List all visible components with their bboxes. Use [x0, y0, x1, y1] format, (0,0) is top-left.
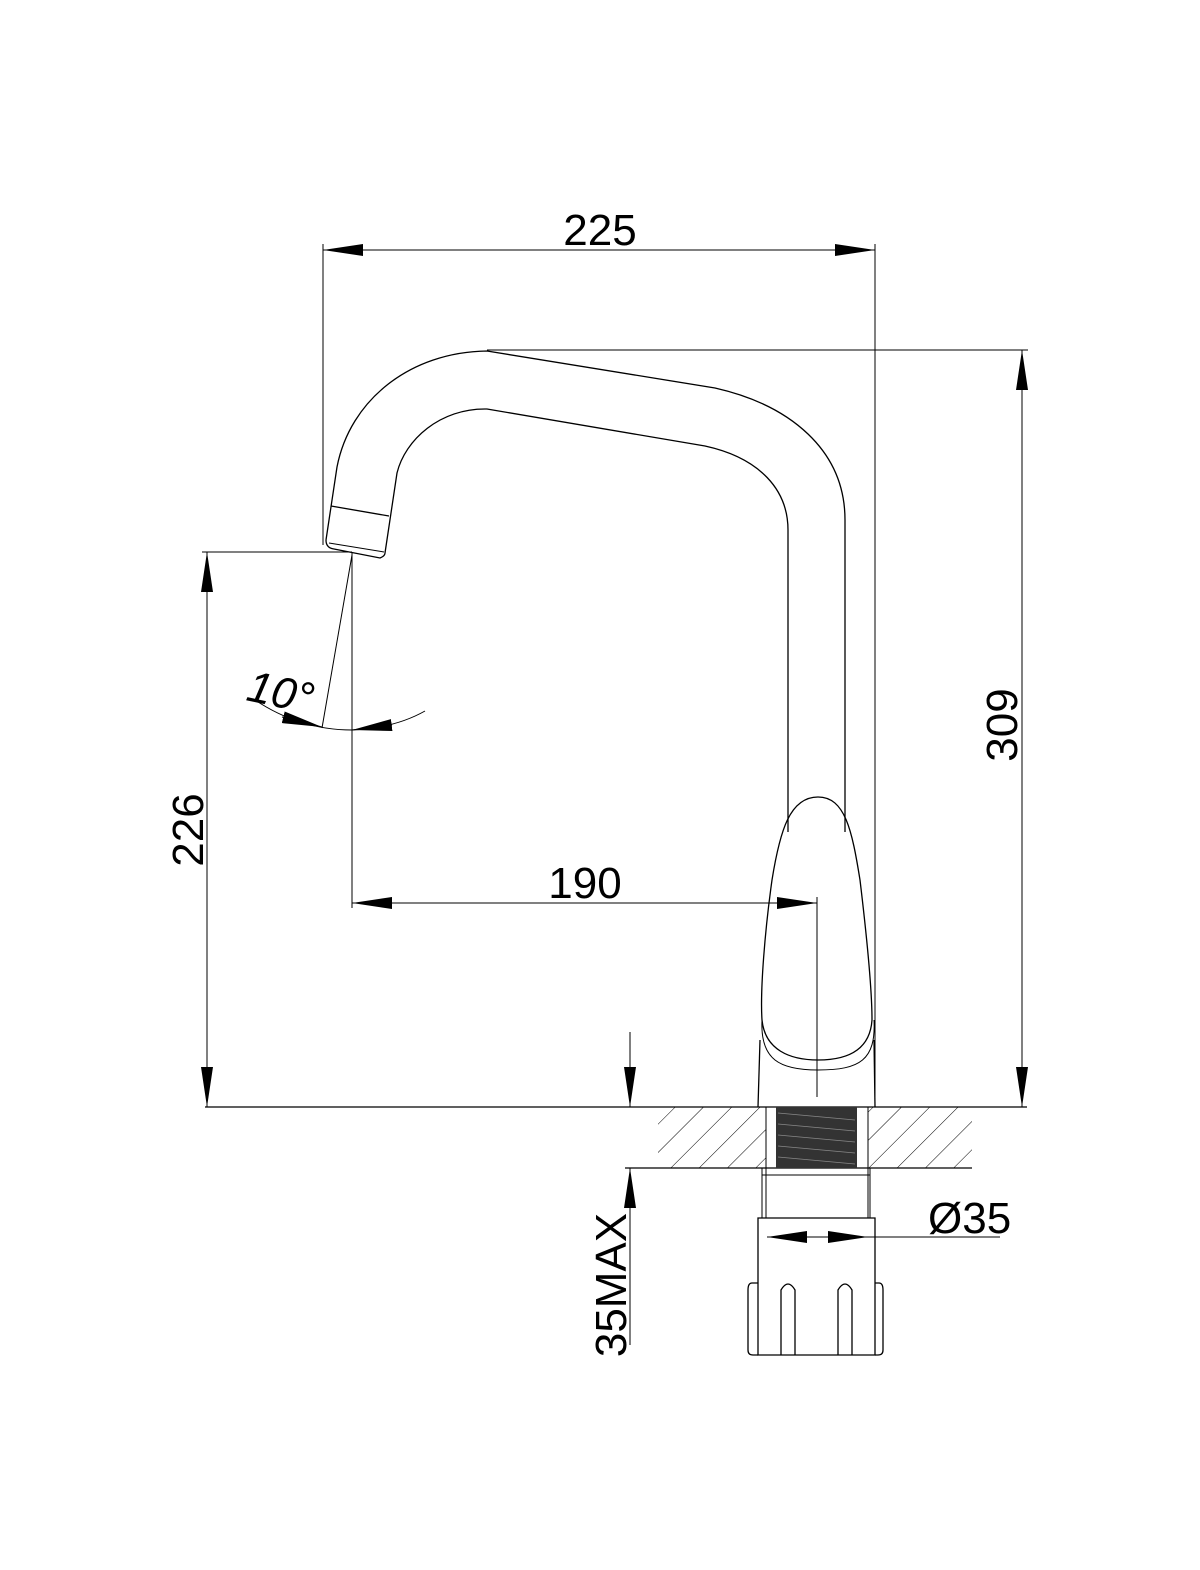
faucet-handle	[760, 796, 875, 1071]
dimension-label-226: 226	[164, 793, 213, 866]
dimension-label-190: 190	[548, 859, 621, 908]
dimension-spout-height: 226	[164, 551, 352, 1107]
dimension-overall-height: 309	[487, 349, 1028, 1107]
dimension-hole-diameter: Ø35	[767, 1194, 1011, 1243]
dimension-max-deck-thickness: 35MAX	[587, 1032, 636, 1357]
dimension-label-35max: 35MAX	[587, 1213, 636, 1357]
dimension-label-10deg: 10°	[243, 662, 318, 724]
dimension-label-diameter: Ø35	[928, 1194, 1011, 1243]
dimension-label-309: 309	[978, 688, 1027, 761]
dimension-overall-reach: 225	[322, 206, 876, 1107]
dimension-spout-reach: 190	[351, 552, 818, 1097]
dimension-spray-angle: 10°	[243, 554, 426, 731]
faucet-spout	[325, 350, 846, 832]
dimension-label-225: 225	[563, 206, 636, 255]
deck-section	[205, 1106, 1027, 1218]
mounting-nut	[747, 1217, 884, 1356]
